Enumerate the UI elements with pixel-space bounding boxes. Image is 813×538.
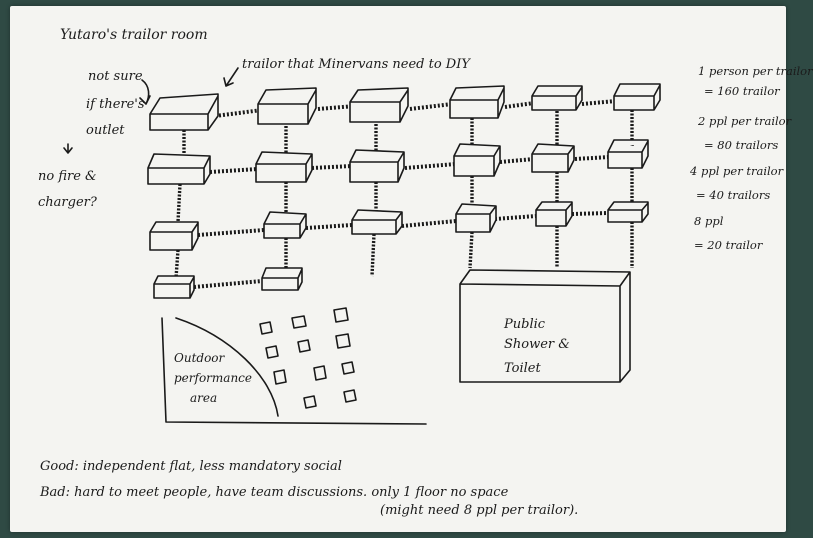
trailer-row-4	[153, 267, 303, 299]
diy-trailer-note: trailor that Minervans need to DIY	[242, 57, 470, 72]
outlet-note-line-1: not sure	[88, 69, 143, 84]
outdoor-performance-area	[161, 317, 427, 425]
calc-line: 4 ppl per trailor	[690, 164, 784, 178]
rope-connectors	[193, 99, 617, 289]
bad-note-sub: (might need 8 ppl per trailor).	[380, 503, 579, 518]
trailer-layout-sketch	[63, 67, 661, 425]
fire-note-line-1: no fire &	[38, 169, 97, 184]
sketch-paper: Yutaro's trailor room not sure if there'…	[10, 6, 813, 532]
sketch-title: Yutaro's trailor room	[60, 27, 208, 43]
bad-note: Bad: hard to meet people, have team disc…	[40, 485, 509, 500]
calc-line: = 40 trailors	[696, 188, 771, 202]
pole-connectors	[174, 110, 634, 279]
calc-line: 8 ppl	[694, 214, 724, 228]
calc-line: = 80 trailors	[704, 138, 779, 152]
shower-toilet-block	[459, 269, 631, 383]
trailer-row-1	[149, 83, 661, 131]
outlet-note-line-2: if there's	[86, 97, 145, 112]
trailer-row-3	[149, 201, 649, 251]
fire-note-line-2: charger?	[38, 195, 97, 210]
outdoor-label-line-1: Outdoor	[174, 351, 225, 365]
calc-line: 1 person per trailor	[698, 64, 813, 78]
annotation-arrows	[63, 67, 239, 154]
trailer-row-2	[147, 139, 649, 185]
outdoor-label-line-2: performance	[174, 371, 253, 385]
shower-label-line-3: Toilet	[504, 361, 541, 376]
shower-label-line-2: Shower &	[504, 337, 570, 352]
audience-seats	[259, 307, 357, 409]
shower-label-line-1: Public	[504, 317, 546, 332]
calc-line: 2 ppl per trailor	[698, 114, 792, 128]
outdoor-label-line-3: area	[190, 391, 218, 405]
calc-line: = 20 trailor	[694, 238, 763, 252]
outlet-note-line-3: outlet	[86, 123, 125, 138]
good-note: Good: independent flat, less mandatory s…	[40, 459, 342, 474]
calc-line: = 160 trailor	[704, 84, 780, 98]
